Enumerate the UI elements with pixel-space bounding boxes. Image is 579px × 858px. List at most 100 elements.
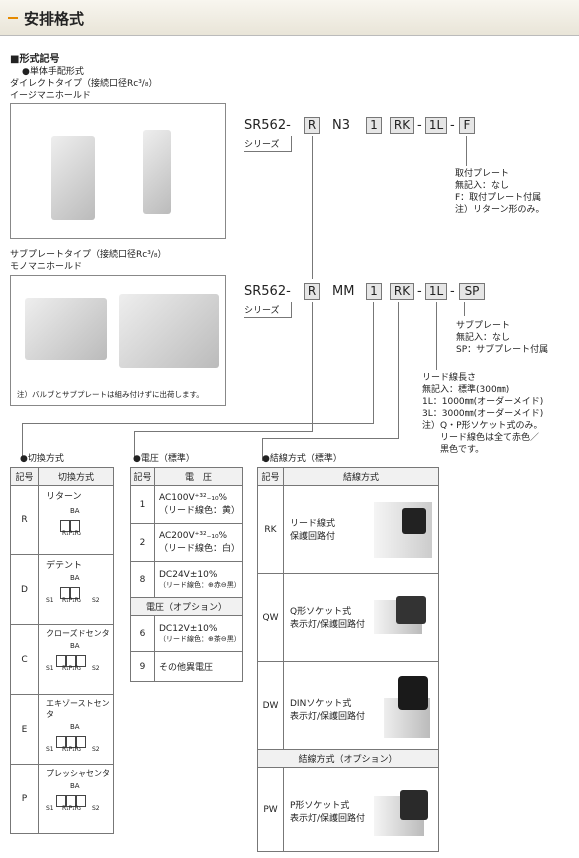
switch-name: デテント	[46, 561, 83, 571]
voltage-label: ●電圧（標準）	[133, 454, 195, 464]
model-code-subplate: SR562- R MM 1 RK - 1L - SP	[244, 283, 504, 304]
voltage-value: AC200V⁺³²₋₁₀%	[159, 531, 228, 541]
note-line: サブプレート	[456, 321, 511, 331]
note-line: 無記入：なし	[456, 333, 511, 343]
note-line: 無記入：標準(300㎜)	[422, 385, 510, 395]
port-label: BA	[70, 782, 80, 790]
switch-cell: クローズドセンタ BA S1 R₁P₁R₂ S2	[38, 624, 114, 695]
direct-manifold-label: イージマニホールド	[10, 91, 91, 101]
code-mm: MM	[332, 284, 355, 299]
voltage-value: AC100V⁺³²₋₁₀%	[159, 493, 228, 503]
table-row: 2 AC200V⁺³²₋₁₀% （リード線色：白）	[130, 523, 243, 562]
valve-symbol-icon: BA S1 R₁P₁R₂ S2	[44, 642, 108, 675]
port-label: R₁P₁R₂	[62, 665, 82, 672]
subplate-photo-box: 注）バルブとサブプレートは組み付けずに出荷します。	[10, 275, 226, 406]
voltage-code: 2	[130, 523, 155, 562]
code-box-r: R	[304, 283, 320, 300]
voltage-code: 8	[130, 561, 155, 598]
page-title: 安排格式	[24, 10, 85, 28]
switch-code: C	[10, 624, 39, 695]
switch-name: クローズドセンタ	[46, 629, 110, 638]
subplate-option-note: サブプレート 無記入：なし SP：サブプレート付属	[456, 320, 548, 356]
voltage-option-header: 電圧（オプション）	[130, 597, 243, 616]
port-label: S1	[46, 805, 54, 812]
table-row: E エキゾーストセンタ BA S1 R₁P₁R₂ S2	[10, 694, 114, 765]
wiring-label-text: 結線方式（標準）	[269, 454, 342, 464]
code-dash: -	[417, 284, 422, 299]
voltage-value: DC12V±10%	[159, 623, 218, 634]
switch-label-text: 切換方式	[27, 454, 64, 464]
code-prefix: SR562-	[244, 284, 291, 299]
table-row: P プレッシャセンタ BA S1 R₁P₁R₂ S2	[10, 764, 114, 834]
voltage-note: （リード線色：黄）	[159, 506, 241, 516]
wiring-code: DW	[257, 661, 284, 750]
code-dash: -	[417, 118, 422, 133]
table-row: RK リード線式 保護回路付	[257, 485, 439, 574]
code-box-lead: 1L	[425, 283, 447, 300]
table-row: DW DINソケット式 表示灯/保護回路付	[257, 661, 439, 750]
col-header: 記号	[10, 467, 39, 486]
valve-symbol-icon: BA S1 R₁P₁R₂ S2	[44, 782, 108, 815]
wiring-table: 記号結線方式 RK リード線式 保護回路付 QW Q形ソケット式 表示灯/保護回…	[257, 467, 439, 852]
code-dash: -	[450, 118, 455, 133]
note-line: 注）リターン形のみ。	[455, 205, 545, 215]
switch-code: D	[10, 554, 39, 625]
table-row: 6 DC12V±10%（リード線色：⊕茶⊖黒）	[130, 615, 243, 652]
col-header: 記号	[130, 467, 155, 486]
lead-length-note: リード線長さ 無記入：標準(300㎜) 1L：1000㎜(オーダーメイド) 3L…	[422, 372, 543, 456]
col-header: 結線方式	[283, 467, 439, 486]
switch-name: エキゾーストセンタ	[46, 699, 110, 719]
connector-photo	[396, 596, 426, 624]
voltage-note: （リード線色：⊕茶⊖黒）	[159, 634, 241, 643]
port-label: S2	[92, 746, 100, 753]
voltage-table: 記号電 圧 1 AC100V⁺³²₋₁₀%（リード線色：黄） 2 AC200V⁺…	[130, 467, 243, 682]
valve-photo	[25, 298, 107, 360]
table-row: QW Q形ソケット式 表示灯/保護回路付	[257, 573, 439, 662]
wiring-desc: 表示灯/保護回路付	[290, 620, 366, 630]
code-box-voltage: 1	[366, 117, 382, 134]
code-box-plate: F	[459, 117, 475, 134]
voltage-cell: DC24V±10%（リード線色：⊕赤⊖黒）	[154, 561, 243, 598]
wiring-code: PW	[257, 767, 284, 852]
switch-method-table: 記号切換方式 R リターン BA R₁P₁R₂ D デテント BA S1 R₁P…	[10, 467, 114, 834]
series-label: シリーズ	[244, 306, 280, 316]
voltage-note: （リード線色：⊕赤⊖黒）	[159, 580, 241, 589]
note-line: F：取付プレート付属	[455, 193, 542, 203]
voltage-note: （リード線色：白）	[159, 544, 241, 554]
page-header: 安排格式	[0, 0, 579, 36]
wiring-label: ●結線方式（標準）	[262, 454, 342, 464]
switch-cell: デテント BA S1 R₁P₁R₂ S2	[38, 554, 114, 625]
valve-symbol-icon: BA S1 R₁P₁R₂ S2	[44, 723, 108, 756]
wiring-desc: 表示灯/保護回路付	[290, 712, 366, 722]
connector-photo	[402, 508, 426, 534]
voltage-cell: DC12V±10%（リード線色：⊕茶⊖黒）	[154, 615, 243, 652]
port-label: S2	[92, 805, 100, 812]
switch-cell: リターン BA R₁P₁R₂	[38, 485, 114, 555]
port-label: BA	[70, 723, 80, 731]
table-row: 8 DC24V±10%（リード線色：⊕赤⊖黒）	[130, 561, 243, 598]
valve-photo	[143, 130, 171, 214]
port-label: S2	[92, 597, 100, 604]
port-label: S1	[46, 597, 54, 604]
code-box-wiring: RK	[390, 117, 414, 134]
note-line: 3L：3000㎜(オーダーメイド)	[422, 409, 544, 419]
switch-name: プレッシャセンタ	[46, 769, 110, 778]
direct-type-label: ダイレクトタイプ（接続口径Rc³/₈）	[10, 79, 158, 89]
table-row: 9 その他異電圧	[130, 651, 243, 682]
wiring-name: リード線式	[290, 519, 336, 529]
subplate-manifold-label: モノマニホールド	[10, 262, 83, 272]
port-label: R₁P₁R₂	[62, 805, 82, 812]
section-title: ■形式記号	[10, 54, 60, 65]
port-label: BA	[70, 574, 80, 582]
valve-photo	[51, 136, 95, 220]
code-box-subplate: SP	[459, 283, 485, 300]
note-line: リード線長さ	[422, 373, 477, 383]
port-label: R₁P₁R₂	[62, 597, 82, 604]
note-line: 1L：1000㎜(オーダーメイド)	[422, 397, 544, 407]
table-row: C クローズドセンタ BA S1 R₁P₁R₂ S2	[10, 624, 114, 695]
voltage-code: 1	[130, 485, 155, 524]
switch-cell: エキゾーストセンタ BA S1 R₁P₁R₂ S2	[38, 694, 114, 765]
wiring-cell: DINソケット式 表示灯/保護回路付	[283, 661, 439, 750]
table-row: D デテント BA S1 R₁P₁R₂ S2	[10, 554, 114, 625]
code-box-wiring: RK	[390, 283, 414, 300]
